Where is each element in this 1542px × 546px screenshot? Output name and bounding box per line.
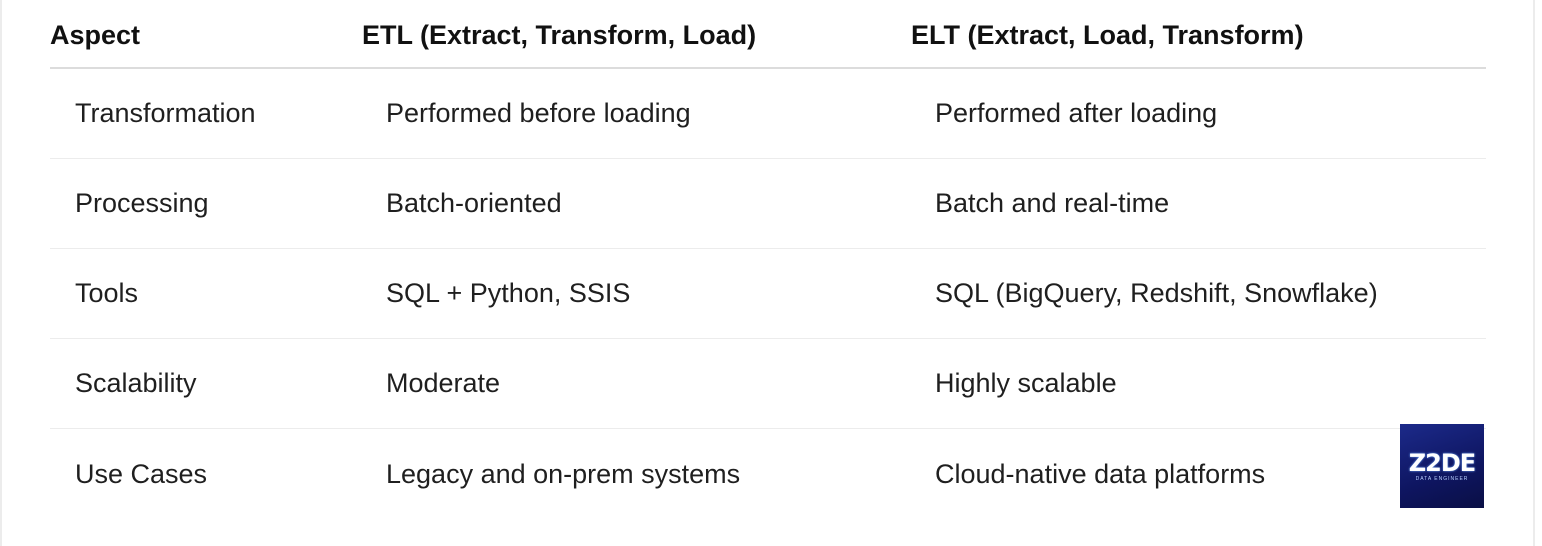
table-row: Tools SQL + Python, SSIS SQL (BigQuery, … (50, 249, 1486, 339)
cell-elt: Highly scalable (935, 368, 1117, 398)
cell-aspect: Scalability (75, 368, 197, 398)
table-row: Use Cases Legacy and on-prem systems Clo… (50, 429, 1486, 519)
cell-etl: Performed before loading (386, 98, 691, 128)
cell-etl: Batch-oriented (386, 188, 562, 218)
header-elt: ELT (Extract, Load, Transform) (911, 20, 1304, 50)
table-row: Processing Batch-oriented Batch and real… (50, 159, 1486, 249)
cell-aspect: Use Cases (75, 458, 208, 489)
header-etl: ETL (Extract, Transform, Load) (362, 20, 757, 50)
right-border (1533, 0, 1535, 546)
cell-elt: Performed after loading (935, 98, 1218, 128)
table-row: Scalability Moderate Highly scalable (50, 339, 1486, 429)
comparison-table: Aspect ETL (Extract, Transform, Load) EL… (50, 0, 1486, 519)
header-aspect: Aspect (50, 20, 141, 50)
cell-etl: SQL + Python, SSIS (386, 278, 631, 308)
left-border (0, 0, 2, 546)
table-header-row: Aspect ETL (Extract, Transform, Load) EL… (50, 0, 1486, 69)
cell-etl: Moderate (386, 368, 501, 398)
table-row: Transformation Performed before loading … (50, 69, 1486, 159)
cell-aspect: Tools (75, 278, 139, 308)
cell-elt: SQL (BigQuery, Redshift, Snowflake) (935, 278, 1378, 308)
logo-subtitle: DATA ENGINEER (1415, 475, 1469, 482)
cell-elt: Batch and real-time (935, 188, 1170, 218)
logo-mark: Z2DE (1408, 448, 1476, 477)
cell-elt: Cloud-native data platforms (935, 458, 1266, 489)
cell-aspect: Transformation (75, 98, 256, 128)
cell-aspect: Processing (75, 188, 209, 218)
z2de-logo: Z2DE DATA ENGINEER (1400, 424, 1484, 508)
cell-etl: Legacy and on-prem systems (386, 458, 741, 489)
